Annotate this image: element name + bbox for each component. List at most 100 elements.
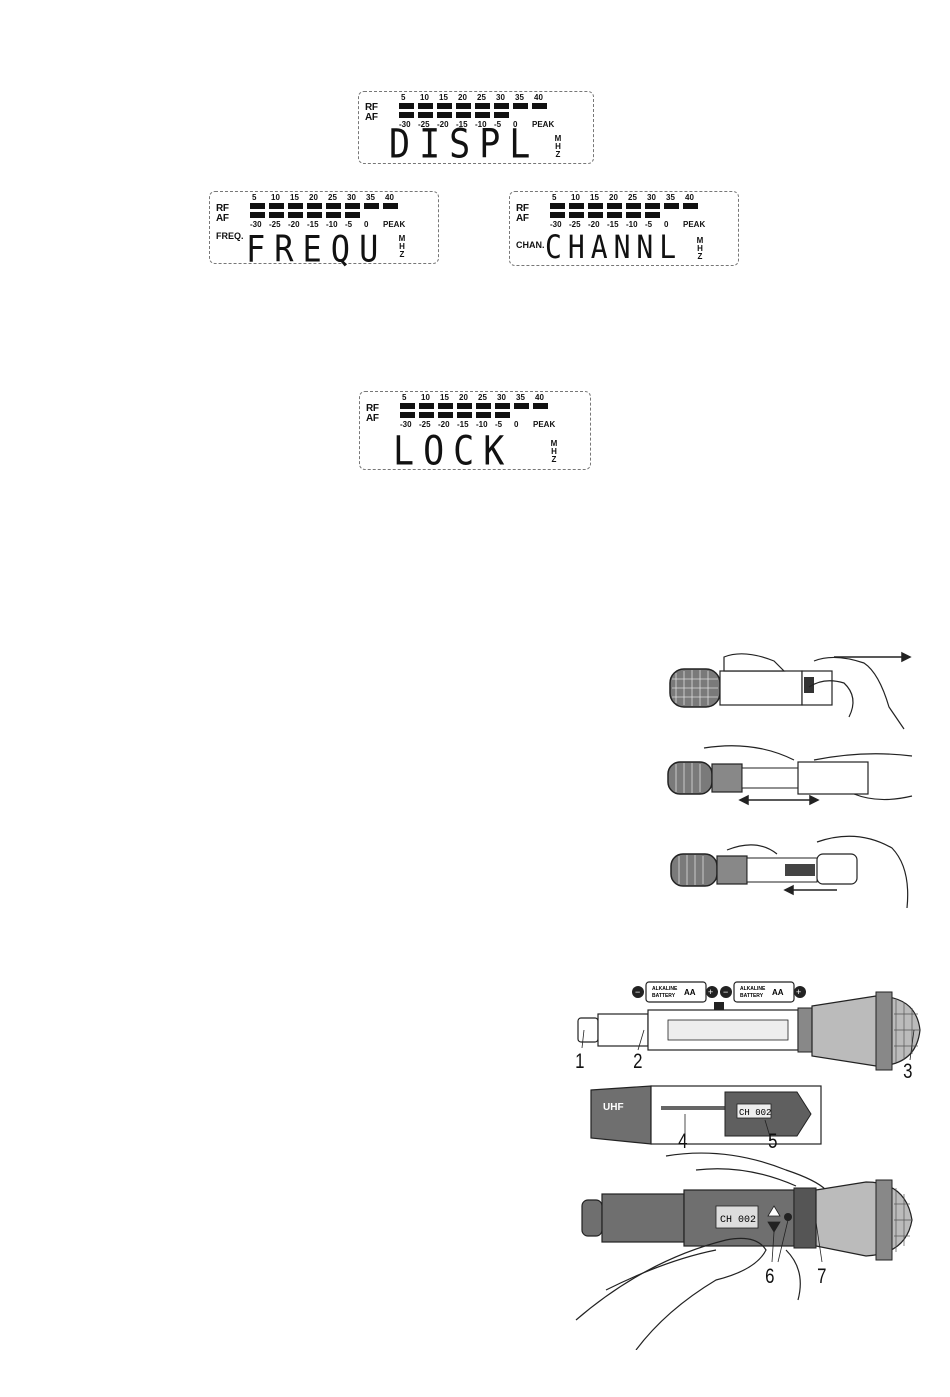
af-tick-label: PEAK <box>532 120 555 129</box>
rf-meter-segment <box>345 203 360 209</box>
af-tick-label: -5 <box>494 120 502 129</box>
af-tick-label: PEAK <box>533 420 556 429</box>
af-tick-label: -30 <box>550 220 562 229</box>
af-tick-label: -5 <box>495 420 503 429</box>
af-meter-segment <box>288 212 303 218</box>
af-meter-segment <box>438 412 453 418</box>
af-meter-segment <box>569 212 584 218</box>
af-meter-segment <box>457 412 472 418</box>
rf-tick-label: 5 <box>402 393 407 402</box>
rf-meter-segment <box>456 103 471 109</box>
af-label: AF <box>516 213 529 224</box>
rf-meter-segment <box>326 203 341 209</box>
rf-meter-segment <box>476 403 491 409</box>
af-meter-segment <box>588 212 603 218</box>
rf-meter-segment <box>664 203 679 209</box>
af-meter-segment <box>456 112 471 118</box>
svg-text:+: + <box>796 987 801 997</box>
unit-letter: H <box>697 244 703 253</box>
rf-label: RF <box>516 203 529 214</box>
lcd-main-text: CHANNL <box>545 228 683 266</box>
callout-4: 4 <box>678 1130 688 1153</box>
unit-letter: M <box>398 234 406 243</box>
svg-text:CH 002: CH 002 <box>720 1215 756 1226</box>
rf-meter-segment <box>533 403 548 409</box>
af-meter-segment <box>475 112 490 118</box>
rf-label: RF <box>366 403 379 414</box>
rf-meter-segment <box>475 103 490 109</box>
unit-letter: H <box>551 447 557 456</box>
rf-tick-label: 30 <box>647 193 656 202</box>
rf-label: RF <box>365 102 378 113</box>
svg-text:CH 002: CH 002 <box>739 1108 771 1118</box>
rf-tick-label: 5 <box>552 193 557 202</box>
rf-meter-segment <box>532 103 547 109</box>
af-tick-label: -15 <box>457 420 469 429</box>
unit-letter: M <box>696 236 704 245</box>
rf-meter-segment <box>645 203 660 209</box>
af-tick-label: 0 <box>513 120 518 129</box>
rf-tick-label: 5 <box>252 193 257 202</box>
rf-meter-segment <box>250 203 265 209</box>
rf-tick-label: 40 <box>535 393 544 402</box>
callout-2: 2 <box>633 1050 643 1073</box>
chan-prefix: CHAN. <box>516 240 545 250</box>
rf-tick-label: 20 <box>309 193 318 202</box>
af-tick-label: -10 <box>626 220 638 229</box>
unit-letter: Z <box>399 250 405 259</box>
freq-prefix: FREQ. <box>216 231 244 241</box>
af-tick-label: -25 <box>418 120 430 129</box>
sleeve-diagram: UHF CH 002 <box>590 1085 822 1145</box>
rf-tick-label: 40 <box>385 193 394 202</box>
af-tick-label: -15 <box>307 220 319 229</box>
battery-insertion-diagram: − ALKALINE BATTERY AA + − ALKALINE BATTE… <box>577 981 921 1071</box>
af-label: AF <box>365 112 378 123</box>
unit-letter: Z <box>551 455 557 464</box>
mic-illustration-slide-sleeve <box>669 651 912 730</box>
af-meter-segment <box>345 212 360 218</box>
rf-tick-label: 30 <box>347 193 356 202</box>
svg-text:AA: AA <box>772 988 784 997</box>
rf-tick-label: 20 <box>458 93 467 102</box>
rf-tick-label: 35 <box>366 193 375 202</box>
svg-text:−: − <box>723 987 728 997</box>
af-meter-segment <box>645 212 660 218</box>
rf-tick-label: 25 <box>477 93 486 102</box>
af-tick-label: -20 <box>437 120 449 129</box>
rf-tick-label: 10 <box>571 193 580 202</box>
unit-letter: H <box>555 142 561 151</box>
af-meter-segment <box>626 212 641 218</box>
rf-meter-segment <box>626 203 641 209</box>
rf-tick-label: 40 <box>534 93 543 102</box>
rf-meter-segment <box>400 403 415 409</box>
af-tick-label: 0 <box>514 420 519 429</box>
af-tick-label: -15 <box>607 220 619 229</box>
rf-meter-segment <box>607 203 622 209</box>
rf-meter-segment <box>419 403 434 409</box>
svg-text:ALKALINE: ALKALINE <box>740 986 766 992</box>
af-meter-segment <box>437 112 452 118</box>
rf-tick-label: 20 <box>459 393 468 402</box>
af-meter-segment <box>307 212 322 218</box>
mic-illustration-insert-battery <box>670 835 909 909</box>
rf-meter-segment <box>418 103 433 109</box>
rf-meter-segment <box>683 203 698 209</box>
rf-tick-label: 25 <box>478 393 487 402</box>
unit-letter: Z <box>697 252 703 261</box>
af-tick-label: -25 <box>419 420 431 429</box>
af-tick-label: PEAK <box>683 220 706 229</box>
rf-meter-segment <box>307 203 322 209</box>
unit-letter: H <box>399 242 405 251</box>
callout-7: 7 <box>817 1265 827 1288</box>
rf-meter-segment <box>457 403 472 409</box>
af-tick-label: 0 <box>664 220 669 229</box>
af-meter-segment <box>418 112 433 118</box>
rf-tick-label: 20 <box>609 193 618 202</box>
svg-text:AA: AA <box>684 988 696 997</box>
rf-meter-segment <box>399 103 414 109</box>
af-meter-segment <box>419 412 434 418</box>
